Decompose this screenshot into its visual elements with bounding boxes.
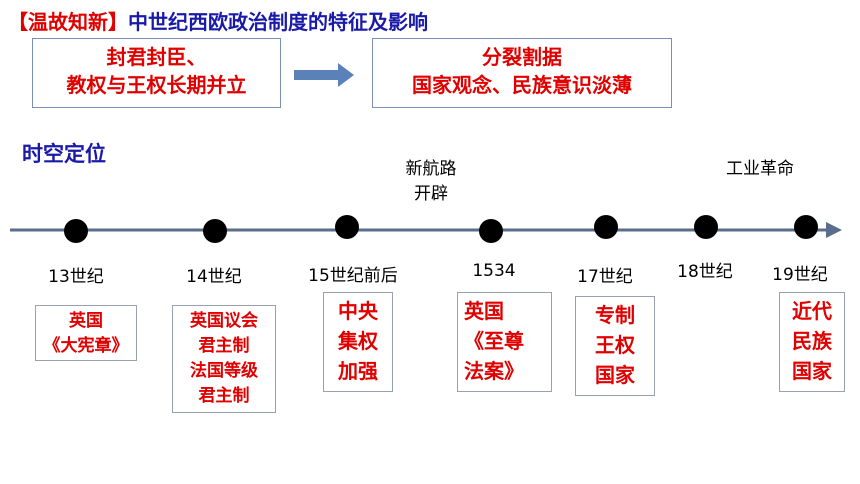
- event-new-route: 新航路 开辟: [405, 159, 457, 204]
- timeline-label: 17世纪: [577, 267, 633, 287]
- timeline-dot-13c: [64, 219, 88, 243]
- flow-arrow-icon: [294, 63, 354, 87]
- timeline-dot-14c: [203, 219, 227, 243]
- event-box-1534: 英国 《至尊 法案》: [457, 292, 552, 392]
- section-title: 时空定位: [22, 142, 106, 166]
- timeline-dot-19c: [794, 215, 818, 239]
- timeline-label: 18世纪: [677, 262, 733, 282]
- event-box-15c: 中央 集权 加强: [323, 292, 393, 392]
- timeline-dot-1534: [479, 219, 503, 243]
- timeline-label: 15世纪前后: [308, 266, 398, 286]
- event-box-19c: 近代 民族 国家: [779, 292, 845, 392]
- page-title: 【温故知新】中世纪西欧政治制度的特征及影响: [8, 6, 428, 35]
- event-box-17c: 专制 王权 国家: [575, 296, 655, 396]
- timeline-axis: [10, 222, 842, 238]
- timeline-dot-15c: [335, 215, 359, 239]
- cause-line-1: 封君封臣、: [106, 45, 207, 69]
- effect-line-1: 分裂割据: [482, 45, 562, 69]
- event-box-14c: 英国议会 君主制 法国等级 君主制: [172, 305, 276, 413]
- timeline-label: 13世纪: [48, 267, 104, 287]
- cause-line-2: 教权与王权长期并立: [66, 73, 247, 97]
- timeline-label: 1534: [472, 261, 516, 281]
- timeline-label: 19世纪: [772, 265, 828, 285]
- title-text: 中世纪西欧政治制度的特征及影响: [128, 10, 428, 34]
- effect-line-2: 国家观念、民族意识淡薄: [412, 73, 632, 97]
- timeline-dot-17c: [594, 215, 618, 239]
- event-box-13c: 英国 《大宪章》: [35, 305, 137, 361]
- timeline-dot-18c: [694, 215, 718, 239]
- event-industrial-revolution: 工业革命: [726, 159, 794, 179]
- cause-box: 封君封臣、 教权与王权长期并立: [32, 38, 281, 108]
- timeline-label: 14世纪: [186, 267, 242, 287]
- title-bracket: 【温故知新】: [8, 10, 128, 34]
- effect-box: 分裂割据 国家观念、民族意识淡薄: [372, 38, 672, 108]
